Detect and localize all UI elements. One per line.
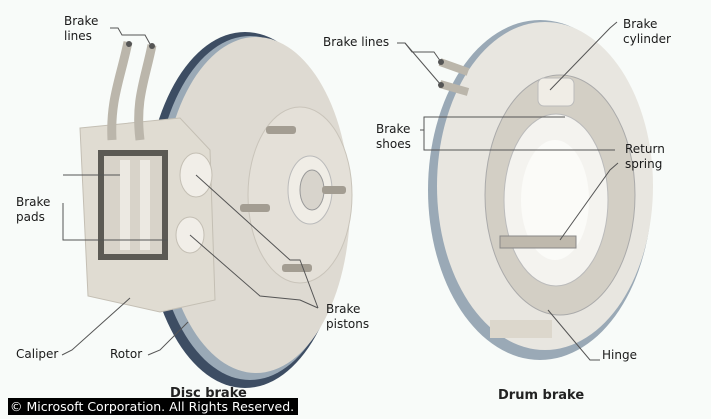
disc-brake-art: [61, 27, 353, 388]
label-drum-brake-lines: Brake lines: [323, 35, 390, 49]
drum-brake-art: [397, 20, 653, 361]
label-disc-brake-lines: Brake lines: [64, 14, 99, 43]
label-caliper: Caliper: [16, 347, 59, 361]
label-rotor: Rotor: [110, 347, 143, 361]
label-brake-pistons: Brake pistons: [326, 302, 370, 331]
label-hinge: Hinge: [602, 348, 637, 362]
label-brake-pads: Brake pads: [16, 195, 51, 224]
label-return-spring: Return spring: [625, 142, 665, 171]
caption-disc-brake: Disc brake: [170, 386, 247, 401]
copyright-banner: © Microsoft Corporation. All Rights Rese…: [8, 398, 299, 415]
caption-drum-brake: Drum brake: [498, 388, 585, 403]
label-brake-shoes: Brake shoes: [376, 122, 411, 151]
label-brake-cylinder: Brake cylinder: [623, 17, 671, 46]
